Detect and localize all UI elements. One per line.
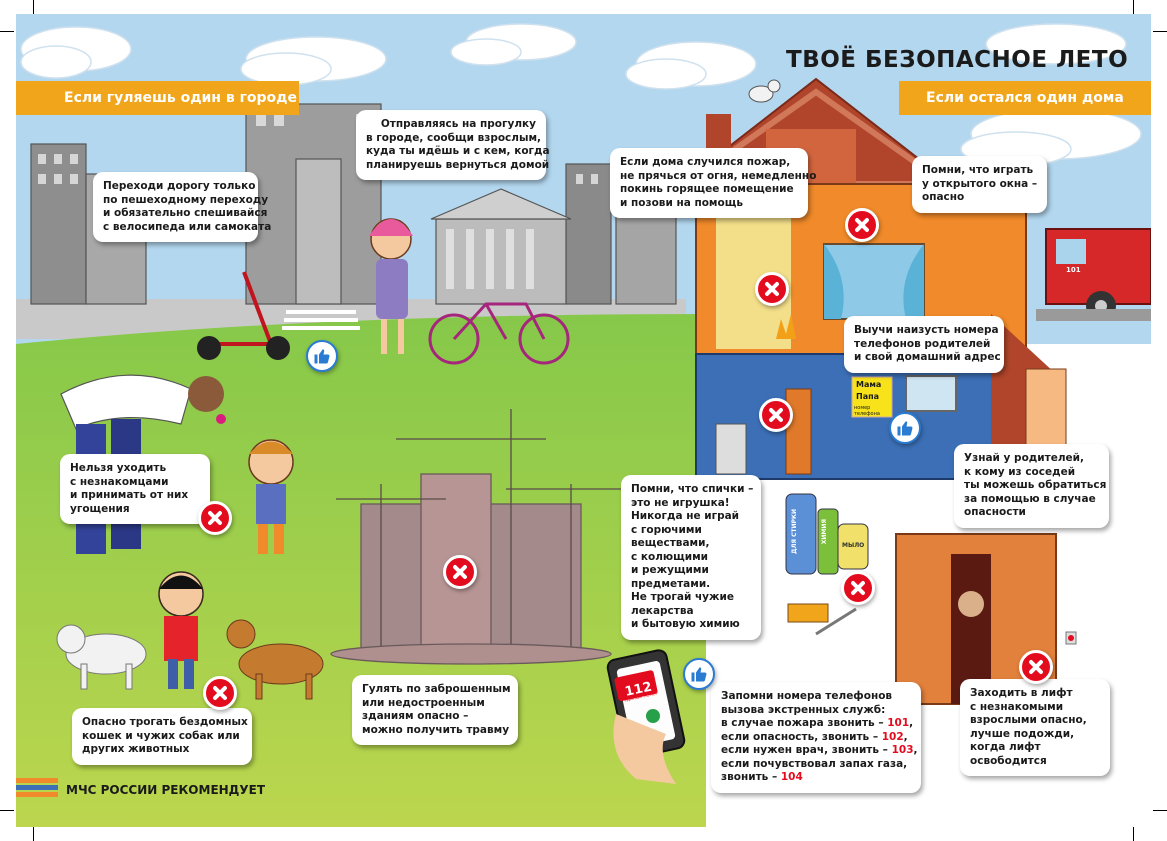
crop-mark <box>1153 31 1167 32</box>
clouds <box>20 23 1142 167</box>
scooter <box>197 271 290 360</box>
crop-mark <box>33 827 34 841</box>
tip-crossing: Переходи дорогу только по пешеходному пе… <box>93 172 271 242</box>
thumbs-up-icon <box>683 658 715 690</box>
danger-x-icon <box>759 398 793 432</box>
tip-fire: Если дома случился пожар, не прячься от … <box>610 148 816 218</box>
boy-figure <box>248 439 294 554</box>
bicycle <box>428 302 570 365</box>
tip-animals: Опасно трогать бездомных кошек и чужих с… <box>72 708 252 765</box>
skyline <box>30 103 677 305</box>
crop-mark <box>0 31 14 32</box>
danger-x-icon <box>755 272 789 306</box>
detergent-label: ДЛЯ СТИРКИ <box>791 509 798 554</box>
firetruck-number: 101 <box>1066 266 1081 274</box>
crop-mark <box>0 810 14 811</box>
page-title: ТВОЁ БЕЗОПАСНОЕ ЛЕТО <box>786 47 1129 73</box>
tip-strangers: Нельзя уходить с незнакомцами и принимат… <box>60 454 210 524</box>
white-dog <box>56 624 147 690</box>
boy-red-figure <box>158 571 204 689</box>
section-banner-city: Если гуляешь один в городе <box>16 81 299 115</box>
note-mama: Мама <box>856 380 882 389</box>
girl-figure <box>369 218 413 354</box>
tip-emergency: Запомни номера телефонов вызова экстренн… <box>711 682 921 793</box>
crop-mark <box>1153 810 1167 811</box>
footer-text: МЧС РОССИИ РЕКОМЕНДУЕТ <box>66 783 266 797</box>
tip-construction: Гулять по заброшенным или недостроенным … <box>352 675 518 745</box>
crop-mark <box>33 0 34 14</box>
crop-mark <box>1133 827 1134 841</box>
fire-truck <box>1036 228 1151 321</box>
chemicals-label: ХИМИЯ <box>821 519 828 545</box>
phone-112-text: 112 <box>624 680 654 700</box>
poster: 112 ТВОЁ БЕЗОПАСНОЕ ЛЕТО Если гуляешь од… <box>16 14 1151 827</box>
emergency-line-police: если опасность, звонить – 102, <box>721 730 908 743</box>
danger-x-icon <box>203 676 237 710</box>
danger-x-icon <box>841 571 875 605</box>
cat-figure <box>748 79 781 103</box>
thumbs-up-icon <box>306 340 338 372</box>
tip-lift: Заходить в лифт с незнакомыми взрослыми … <box>960 679 1110 776</box>
emergency-line-gas: если почувствовал запах газа, <box>721 757 908 770</box>
tip-neighbors: Узнай у родителей, к кому из соседей ты … <box>954 444 1109 528</box>
note-caption: номер телефона <box>854 405 880 417</box>
danger-x-icon <box>1019 650 1053 684</box>
tip-phones: Выучи наизусть номера телефонов родителе… <box>844 316 1004 373</box>
sticky-note <box>851 376 893 418</box>
thumbs-up-icon <box>889 412 921 444</box>
phone-hand <box>606 649 686 784</box>
tip-walk: Отправляясь на прогулку в городе, сообщи… <box>356 110 550 180</box>
flag-icon <box>16 778 58 797</box>
crosswalk <box>282 310 360 330</box>
brown-dog <box>226 619 324 700</box>
danger-x-icon <box>198 501 232 535</box>
emergency-line-doctor: если нужен врач, звонить – 103, <box>721 744 918 756</box>
windows <box>38 114 598 289</box>
danger-x-icon <box>845 208 879 242</box>
crop-mark <box>1133 0 1134 14</box>
chemicals <box>785 493 869 636</box>
tip-matches: Помни, что спички – это не игрушка! Нико… <box>621 475 761 640</box>
emergency-line-gas-call: звонить – 104 <box>721 771 803 783</box>
danger-x-icon <box>443 555 477 589</box>
emergency-line-fire: в случае пожара звонить – 101, <box>721 717 914 729</box>
section-banner-home: Если остался один дома <box>899 81 1151 115</box>
soap-label: МЫЛО <box>842 542 865 549</box>
note-papa: Папа <box>856 392 880 401</box>
tip-window: Помни, что играть у открытого окна – опа… <box>912 156 1047 213</box>
